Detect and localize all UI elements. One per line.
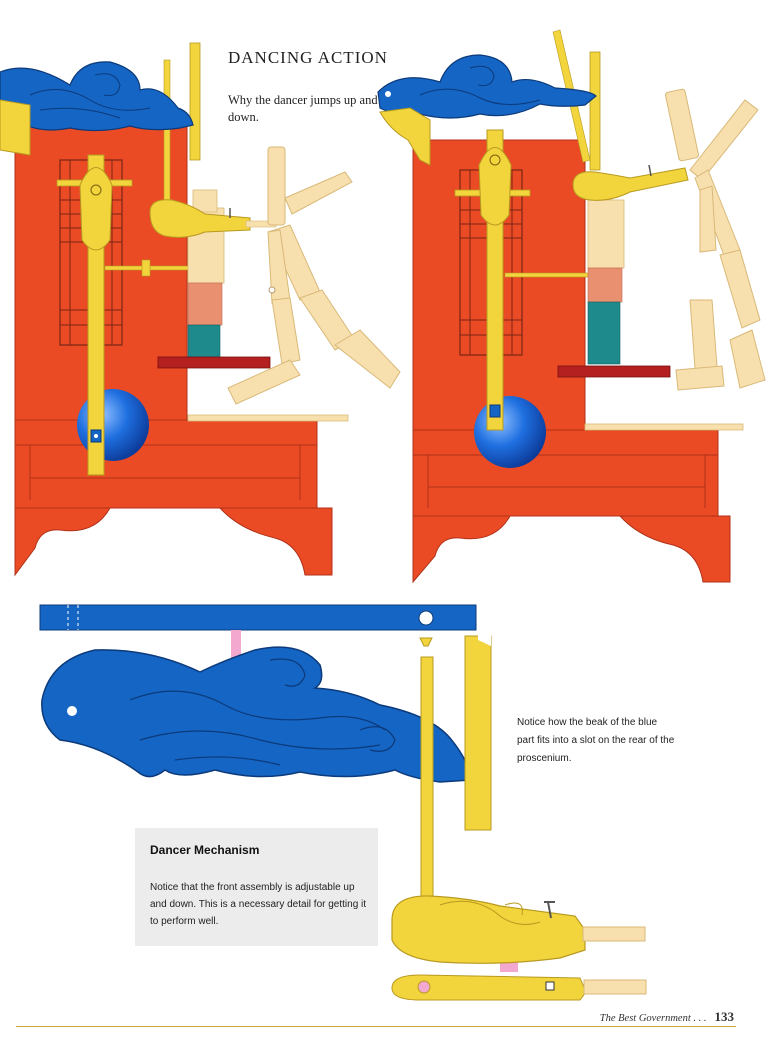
mechanism-callout-title: Dancer Mechanism xyxy=(150,843,260,857)
left-theater-figure xyxy=(0,42,401,577)
page-subtitle: Why the dancer jumps up and down. xyxy=(228,93,378,124)
page-number: 133 xyxy=(714,1009,735,1024)
mechanism-callout-box xyxy=(135,828,378,946)
footer-rule xyxy=(16,1026,736,1027)
page-footer: The Best Government . . . 133 xyxy=(600,1008,734,1026)
right-theater-figure xyxy=(377,29,766,584)
mechanism-callout-text: Notice that the front assembly is adjust… xyxy=(150,882,367,927)
dancer-mechanism-detail xyxy=(39,604,647,1001)
footer-publication: The Best Government . . . xyxy=(599,1013,707,1024)
page-title: DANCING ACTION xyxy=(228,48,388,67)
slot-note: Notice how the beak of the blue part fit… xyxy=(517,717,675,764)
